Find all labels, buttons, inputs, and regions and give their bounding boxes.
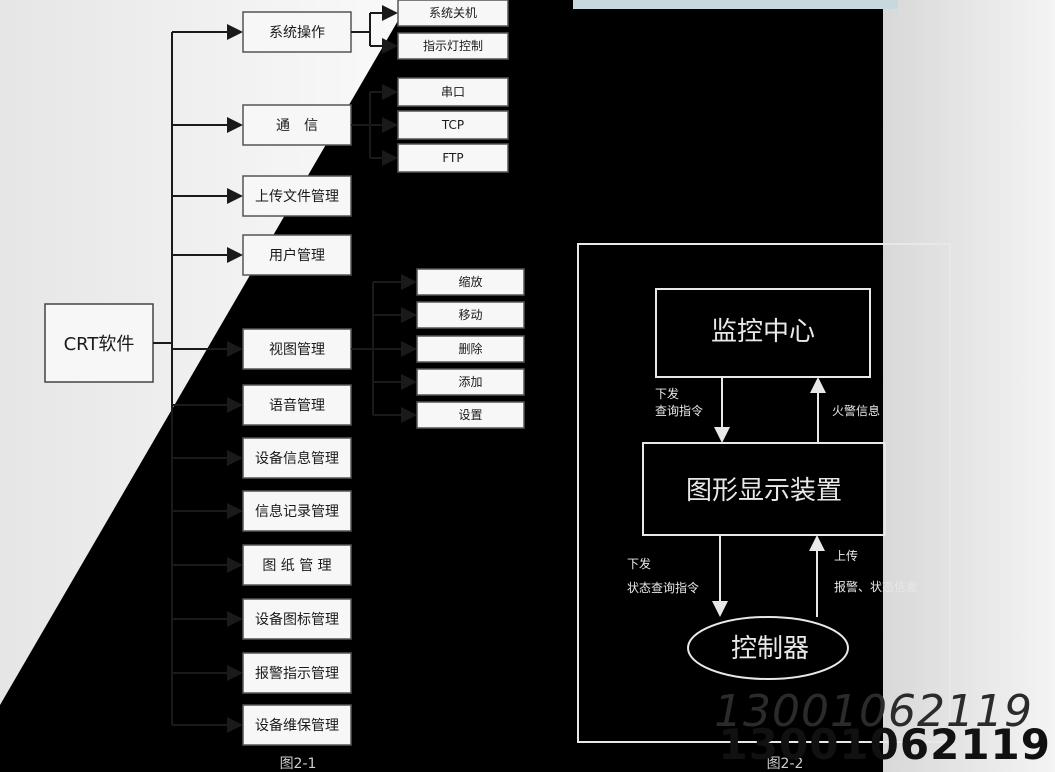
child-box xyxy=(416,368,525,396)
child-box xyxy=(397,32,509,60)
module-box xyxy=(242,104,352,146)
label-down-2b: 状态查询指令 xyxy=(627,580,699,595)
module-box xyxy=(242,384,352,426)
module-box xyxy=(242,598,352,640)
module-label: 语音管理 xyxy=(269,397,325,414)
outer-frame xyxy=(577,243,951,743)
monitor-center-label: 监控中心 xyxy=(711,317,815,347)
monitor-center-box xyxy=(655,288,871,378)
child-box xyxy=(416,268,525,296)
watermark-phone-bold: 13001062119 xyxy=(718,720,1051,769)
child-box xyxy=(397,77,509,107)
child-label: 缩放 xyxy=(458,274,482,289)
child-label: 移动 xyxy=(458,308,482,322)
module-box xyxy=(242,328,352,370)
module-box xyxy=(242,437,352,479)
label-up-1: 火警信息 xyxy=(832,403,880,418)
label-down-1a: 下发 xyxy=(655,386,679,401)
figure-caption: 图2-1 xyxy=(280,756,317,772)
module-label: 设备图标管理 xyxy=(255,611,339,628)
module-box xyxy=(242,490,352,532)
module-box xyxy=(242,11,352,53)
light-strip-right xyxy=(883,0,1055,772)
child-label: 串口 xyxy=(441,85,465,99)
child-label: 添加 xyxy=(458,375,482,389)
controller-ellipse xyxy=(687,616,849,680)
child-box xyxy=(397,110,509,140)
label-down-1b: 查询指令 xyxy=(655,403,703,418)
module-box xyxy=(242,544,352,586)
module-label: 信息记录管理 xyxy=(255,503,339,520)
module-label: 设备信息管理 xyxy=(255,450,339,467)
display-device-box xyxy=(642,442,886,536)
child-label: TCP xyxy=(441,118,464,132)
child-label: 设置 xyxy=(458,408,482,422)
child-box xyxy=(397,0,509,27)
child-box xyxy=(416,401,525,429)
child-box xyxy=(416,335,525,363)
module-label: 视图管理 xyxy=(269,342,325,358)
module-label: 图 纸 管 理 xyxy=(262,558,331,574)
module-label: 报警指示管理 xyxy=(255,666,339,682)
child-label: 指示灯控制 xyxy=(423,38,483,53)
module-label: 通 信 xyxy=(276,118,318,134)
module-box xyxy=(242,704,352,746)
figure-2-2: 监控中心图形显示装置控制器下发查询指令火警信息下发状态查询指令上传报警、状态信息… xyxy=(577,243,951,772)
module-label: 系统操作 xyxy=(269,25,325,41)
accent-bar xyxy=(573,0,898,9)
module-label: 设备维保管理 xyxy=(255,717,339,734)
module-box xyxy=(242,175,352,217)
root-label: CRT软件 xyxy=(64,334,135,355)
child-label: FTP xyxy=(442,151,463,165)
label-up-2a: 上传 xyxy=(834,548,858,563)
watermark-phone-italic: 13001062119 xyxy=(714,686,1033,737)
display-device-label: 图形显示装置 xyxy=(686,476,842,506)
controller-label: 控制器 xyxy=(731,634,809,664)
module-label: 上传文件管理 xyxy=(255,189,339,205)
child-box xyxy=(397,143,509,173)
module-label: 用户管理 xyxy=(269,247,325,264)
label-down-2a: 下发 xyxy=(627,556,651,571)
label-up-2b: 报警、状态信息 xyxy=(834,579,918,594)
child-label: 删除 xyxy=(458,341,482,356)
child-box xyxy=(416,301,525,329)
figure-caption: 图2-2 xyxy=(767,756,804,772)
module-box xyxy=(242,652,352,694)
module-box xyxy=(242,234,352,276)
child-label: 系统关机 xyxy=(429,6,477,20)
